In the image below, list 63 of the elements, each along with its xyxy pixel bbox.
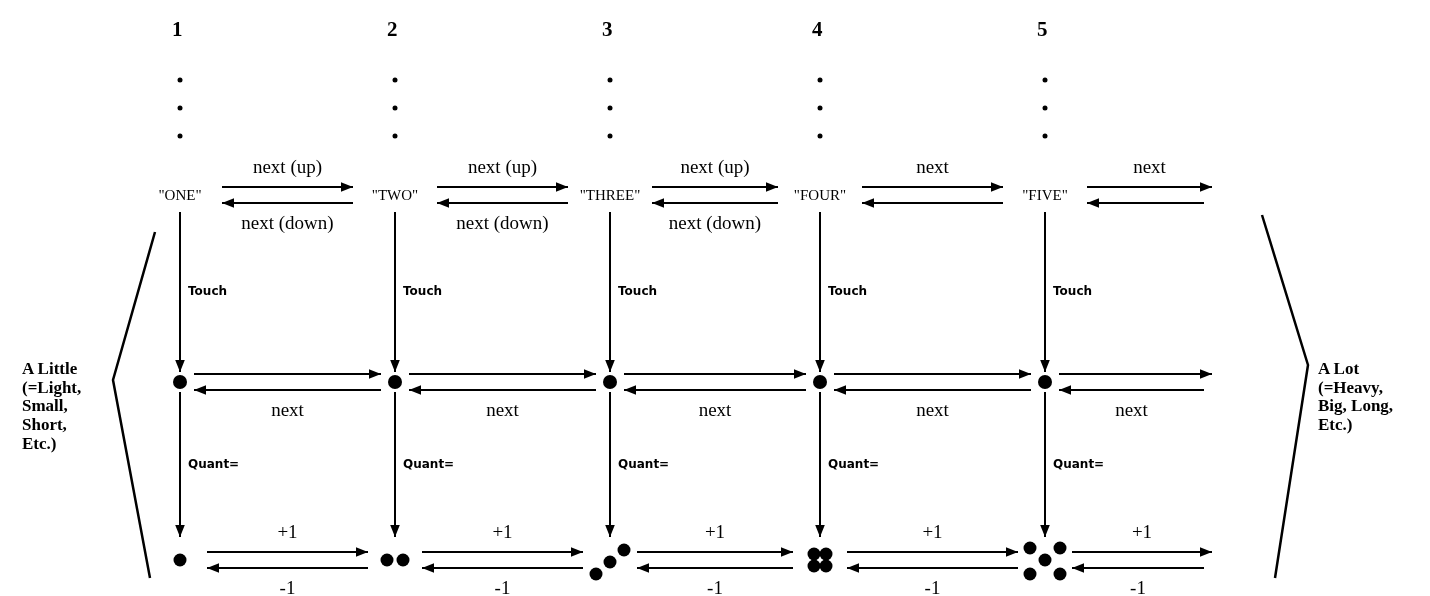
dot xyxy=(170,372,190,392)
number-word: "ONE" xyxy=(142,178,218,212)
arrow xyxy=(636,547,794,557)
edge-label: next (up) xyxy=(678,156,752,178)
column-number: 1 xyxy=(172,17,183,42)
arrow xyxy=(175,391,185,538)
arrow xyxy=(193,385,382,395)
arrow xyxy=(408,385,597,395)
arrow xyxy=(636,563,794,573)
arrow xyxy=(623,385,807,395)
arrow xyxy=(861,182,1004,192)
arrow xyxy=(408,369,597,379)
arrow xyxy=(221,182,354,192)
arrow xyxy=(815,391,825,538)
column-number: 3 xyxy=(602,17,613,42)
arrow xyxy=(861,198,1004,208)
arrow xyxy=(1058,369,1213,379)
arrow xyxy=(846,563,1019,573)
arrow xyxy=(221,198,354,208)
arrow xyxy=(206,547,369,557)
arrow xyxy=(1040,211,1050,373)
arrow xyxy=(421,563,584,573)
column-number: 2 xyxy=(387,17,398,42)
arrow xyxy=(1071,547,1213,557)
arrow xyxy=(421,547,584,557)
arrow xyxy=(1071,563,1205,573)
edge-label: next (down) xyxy=(239,212,336,234)
edge-label: next (down) xyxy=(666,212,764,234)
dot xyxy=(1035,372,1055,392)
edge-label: next (up) xyxy=(465,156,540,178)
dot xyxy=(600,372,620,392)
arrow xyxy=(175,211,185,373)
number-word: "TWO" xyxy=(357,178,433,212)
scale-note: A Lot (=Heavy, Big, Long, Etc.) xyxy=(1318,360,1395,435)
arrow xyxy=(833,385,1032,395)
number-word: "THREE" xyxy=(572,178,648,212)
arrow xyxy=(1040,391,1050,538)
arrow xyxy=(390,211,400,373)
arrow xyxy=(605,391,615,538)
column-number: 5 xyxy=(1037,17,1048,42)
arrow xyxy=(1086,198,1205,208)
arrow xyxy=(846,547,1019,557)
dot xyxy=(385,372,405,392)
number-word: "FIVE" xyxy=(1007,178,1083,212)
arrow xyxy=(193,369,382,379)
edge-label: next (up) xyxy=(250,156,325,178)
arrow xyxy=(1058,385,1205,395)
arrow xyxy=(605,211,615,373)
arrow xyxy=(651,182,779,192)
arrow xyxy=(833,369,1032,379)
arrow xyxy=(436,198,569,208)
arrow xyxy=(390,391,400,538)
scale-note: A Little (=Light, Small, Short, Etc.) xyxy=(22,360,83,454)
dot xyxy=(810,372,830,392)
column-number: 4 xyxy=(812,17,823,42)
arrow xyxy=(651,198,779,208)
number-word: "FOUR" xyxy=(782,178,858,212)
arrow xyxy=(623,369,807,379)
arrow xyxy=(815,211,825,373)
arrow xyxy=(436,182,569,192)
edge-label: next (down) xyxy=(454,212,551,234)
arrow xyxy=(1086,182,1213,192)
arrow xyxy=(206,563,369,573)
